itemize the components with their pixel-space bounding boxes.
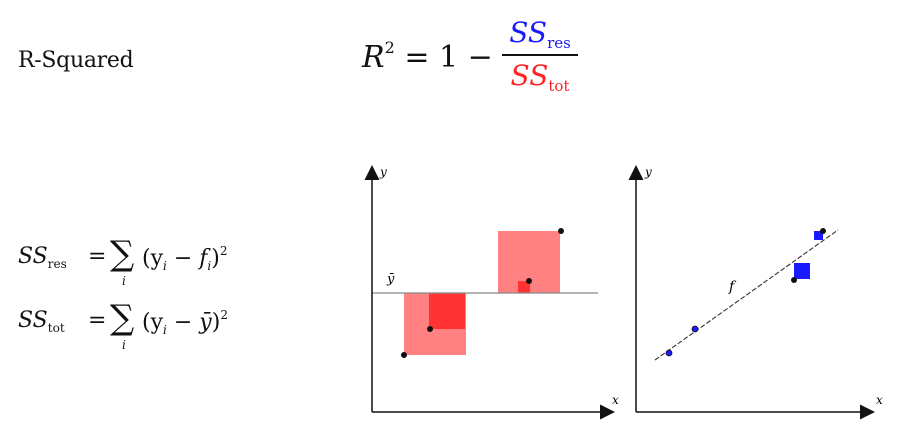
ss-tot-index: i xyxy=(122,338,126,352)
left-point-3 xyxy=(526,278,532,284)
formula-lhs: R2 = 1 − xyxy=(362,38,493,75)
fraction-denominator: SStot xyxy=(502,59,578,95)
fraction-numerator: SSres xyxy=(502,16,578,52)
left-y-label: y xyxy=(379,165,387,179)
right-y-label: y xyxy=(644,165,652,179)
ss-tot-close: ) xyxy=(211,310,221,335)
right-residual-square-1 xyxy=(794,263,810,279)
fraction-bar xyxy=(502,54,578,56)
r-squared-formula: R2 = 1 − SSres SStot xyxy=(362,16,602,96)
denominator-symbol: SS xyxy=(510,59,549,92)
ss-res-power: 2 xyxy=(219,244,228,258)
right-residual-square-2 xyxy=(814,231,823,240)
mean-label: ȳ xyxy=(386,272,395,287)
left-square-residual-2 xyxy=(518,281,530,293)
ss-res-minus-f: − f xyxy=(166,246,208,271)
ss-res-open: (y xyxy=(142,246,164,271)
page-title: R-Squared xyxy=(18,48,134,73)
ss-res-subscript: res xyxy=(47,257,67,271)
ss-res-sub-i: i xyxy=(163,259,167,273)
right-diagram: y x f xyxy=(628,165,883,420)
ss-res-symbol: SS xyxy=(18,244,48,269)
left-point-2 xyxy=(427,326,433,332)
ss-res-equals: = xyxy=(88,244,107,269)
ss-tot-open: (y xyxy=(142,310,164,335)
right-point-3 xyxy=(791,277,797,283)
ss-res-sigma: ∑ xyxy=(110,234,135,274)
ss-tot-equals: = xyxy=(88,308,107,333)
equals-one-minus: = 1 − xyxy=(394,40,493,75)
ss-tot-symbol: SS xyxy=(18,308,48,333)
right-x-label: x xyxy=(876,393,883,407)
r-symbol: R xyxy=(362,40,385,75)
ss-tot-sub-i: i xyxy=(163,323,167,337)
denominator-subscript: tot xyxy=(548,77,570,95)
regression-line xyxy=(654,229,839,361)
regression-line-label: f xyxy=(728,279,737,295)
ss-tot-lhs: SStot xyxy=(18,308,65,335)
left-point-1 xyxy=(401,352,407,358)
ss-tot-minus-ybar: − ȳ xyxy=(166,310,212,335)
right-point-1 xyxy=(665,349,673,357)
ss-res-lhs: SSres xyxy=(18,244,67,271)
left-square-residual-1 xyxy=(429,293,465,329)
ss-res-index: i xyxy=(122,274,126,288)
fraction: SSres SStot xyxy=(502,16,578,95)
ss-tot-sigma: ∑ xyxy=(110,298,135,338)
ss-tot-power: 2 xyxy=(220,308,228,322)
left-diagram: ȳ y x xyxy=(364,165,619,420)
ss-res-sub-f: i xyxy=(207,259,212,273)
ss-res-close: ) xyxy=(211,246,220,271)
r-power: 2 xyxy=(384,38,395,57)
ss-tot-subscript: tot xyxy=(47,321,65,335)
ss-res-body: (yi − fi)2 xyxy=(142,244,228,273)
numerator-symbol: SS xyxy=(509,16,548,49)
right-point-4 xyxy=(820,228,826,234)
left-point-4 xyxy=(558,228,564,234)
right-point-2 xyxy=(691,325,699,333)
ss-tot-body: (yi − ȳ)2 xyxy=(142,308,228,337)
numerator-subscript: res xyxy=(547,34,571,52)
left-x-label: x xyxy=(612,393,619,407)
